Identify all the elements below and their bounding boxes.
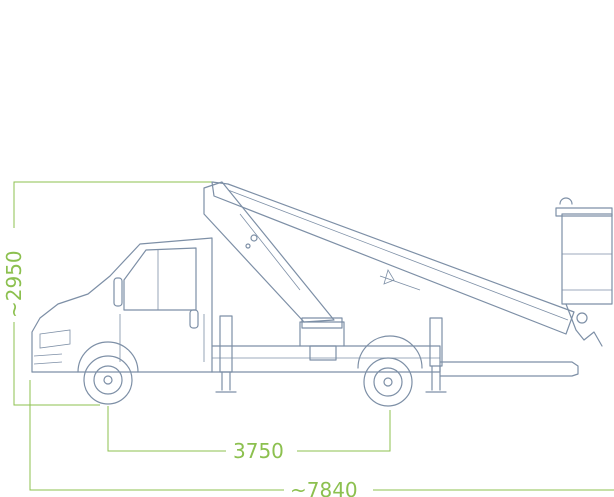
wheelbase-dimension: 3750 [107, 406, 391, 463]
length-dimension: ~7840 [29, 380, 614, 497]
turret [299, 317, 345, 347]
lower-boom [203, 181, 335, 323]
length-label: ~7840 [290, 478, 358, 497]
upper-boom [211, 181, 575, 335]
stabilizer-legs [215, 315, 447, 393]
wheelbase-label: 3750 [233, 439, 284, 463]
height-dimension: ~2950 [2, 181, 214, 406]
truck-cab [31, 237, 213, 373]
height-label: ~2950 [2, 250, 26, 318]
bucket [555, 197, 613, 347]
front-wheel [83, 355, 133, 405]
chassis-frame [211, 345, 579, 377]
